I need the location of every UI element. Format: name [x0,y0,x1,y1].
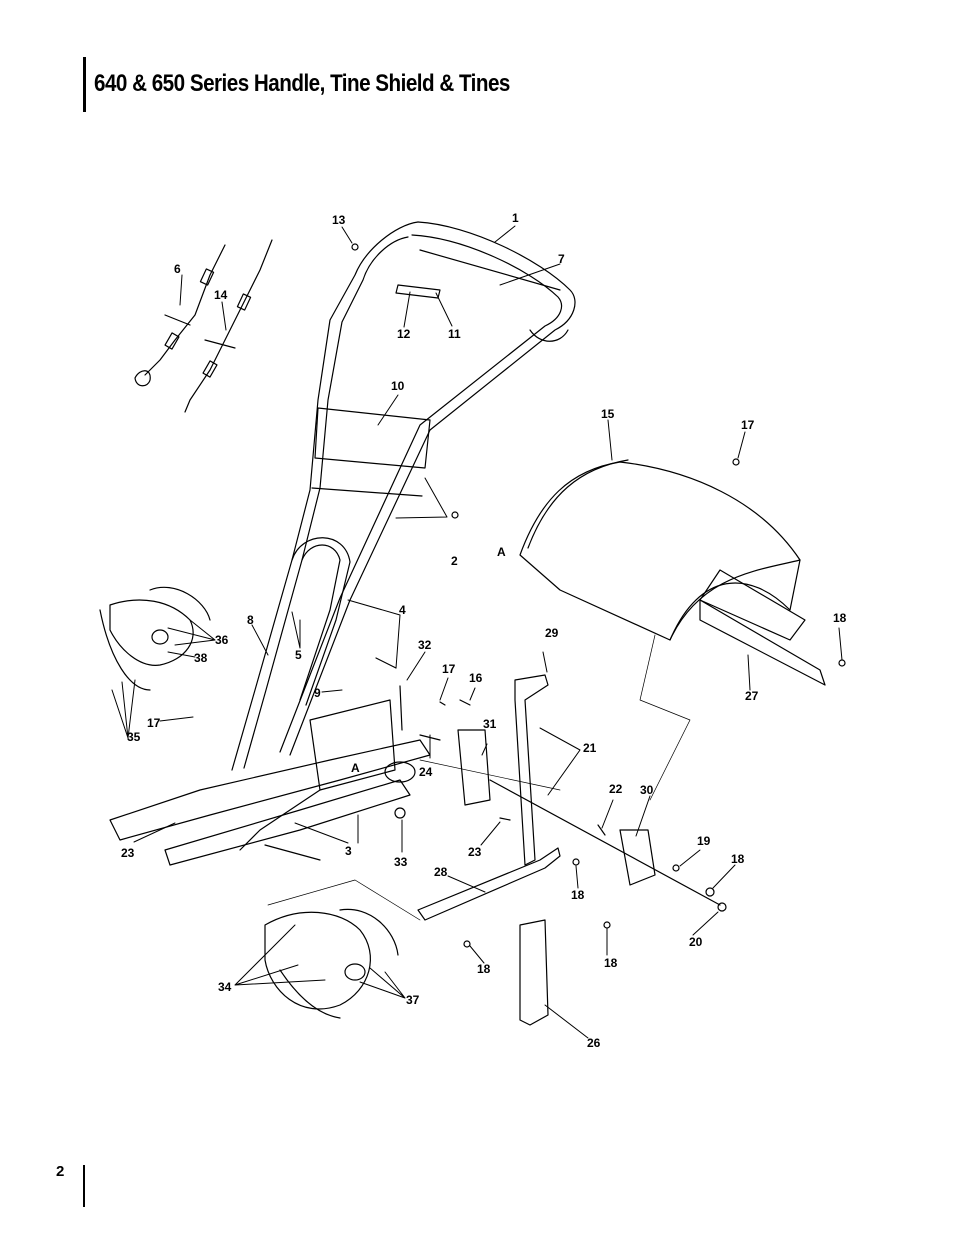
label-2: 2 [451,554,458,568]
label-26: 26 [587,1036,601,1050]
label-31: 31 [483,717,497,731]
page-title: 640 & 650 Series Handle, Tine Shield & T… [94,70,510,97]
label-30: 30 [640,783,654,797]
label-17-b: 17 [147,716,161,730]
label-22: 22 [609,782,623,796]
label-32: 32 [418,638,432,652]
label-24: 24 [419,765,433,779]
label-16: 16 [469,671,483,685]
label-20: 20 [689,935,703,949]
label-leaders [111,225,843,1039]
label-10: 10 [391,379,405,393]
label-35: 35 [127,730,141,744]
label-8: 8 [247,613,254,627]
label-23-a: 23 [121,846,135,860]
label-28: 28 [434,865,448,879]
handle-assembly [231,221,576,771]
label-36: 36 [215,633,229,647]
label-12: 12 [397,327,411,341]
label-7: 7 [558,252,565,266]
label-18-a: 18 [833,611,847,625]
label-18-b: 18 [571,888,585,902]
page-number: 2 [56,1163,65,1180]
part-labels: 1 2 3 4 5 6 7 8 9 10 11 12 13 14 15 16 1… [121,211,847,1050]
label-5: 5 [295,648,302,662]
label-27: 27 [745,689,759,703]
label-19: 19 [697,834,711,848]
label-6: 6 [174,262,181,276]
label-3: 3 [345,844,352,858]
label-21: 21 [583,741,597,755]
label-18-e: 18 [731,852,745,866]
title-rule [83,57,86,112]
tines [99,586,399,1019]
label-15: 15 [601,407,615,421]
axle-and-hardware [351,243,846,948]
label-A-shield: A [497,545,506,559]
label-18-d: 18 [604,956,618,970]
hidden-leader-lines [267,634,691,921]
label-37: 37 [406,993,420,1007]
label-38: 38 [194,651,208,665]
label-29: 29 [545,626,559,640]
label-A-frame: A [351,761,360,775]
label-9: 9 [314,686,321,700]
label-1: 1 [512,211,519,225]
label-4: 4 [399,603,406,617]
tine-shield [519,459,826,686]
label-17-c: 17 [741,418,755,432]
depth-bar [417,674,656,1026]
label-14: 14 [214,288,228,302]
label-11: 11 [448,327,461,341]
footer-rule [83,1165,85,1207]
label-34: 34 [218,980,232,994]
label-18-c: 18 [477,962,491,976]
label-13: 13 [332,213,346,227]
label-23-b: 23 [468,845,482,859]
label-33: 33 [394,855,408,869]
control-cables [134,239,273,413]
label-17-a: 17 [442,662,456,676]
